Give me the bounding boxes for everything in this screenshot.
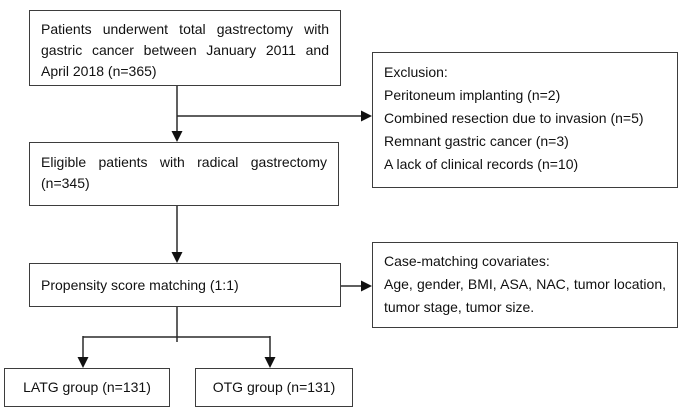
box-propensity-score-matching: Propensity score matching (1:1) [29,263,341,307]
arrowhead-into-otg [264,357,276,368]
exclusion-line: Exclusion: [384,64,448,80]
arrowhead-into-latg [77,357,89,368]
exclusion-line: Remnant gastric cancer (n=3) [384,133,569,149]
exclusion-line: Combined resection due to invasion (n=5) [384,110,644,126]
box-initial-cohort: Patients underwent total gastrectomy wit… [29,10,341,86]
arrowhead-into-exclusion [361,110,372,122]
otg-label: OTG group (n=131) [212,379,336,395]
arrowhead-into-covariates [361,280,372,292]
covariates-body: Age, gender, BMI, ASA, NAC, tumor locati… [384,276,666,315]
exclusion-line: Peritoneum implanting (n=2) [384,87,561,103]
box-otg-group: OTG group (n=131) [195,368,353,407]
psm-label: Propensity score matching (1:1) [41,276,239,293]
arrowhead-into-psm [171,252,183,263]
exclusion-line: A lack of clinical records (n=10) [384,156,579,172]
latg-label: LATG group (n=131) [23,379,151,395]
box-latg-group: LATG group (n=131) [4,368,170,407]
box-eligible-patients: Eligible patients with radical gastrecto… [29,142,339,206]
box-case-matching-covariates: Case-matching covariates: Age, gender, B… [372,242,678,328]
box-exclusion: Exclusion: Peritoneum implanting (n=2) C… [372,52,678,188]
arrowhead-into-eligible [171,131,183,142]
covariates-title: Case-matching covariates: [384,253,550,269]
